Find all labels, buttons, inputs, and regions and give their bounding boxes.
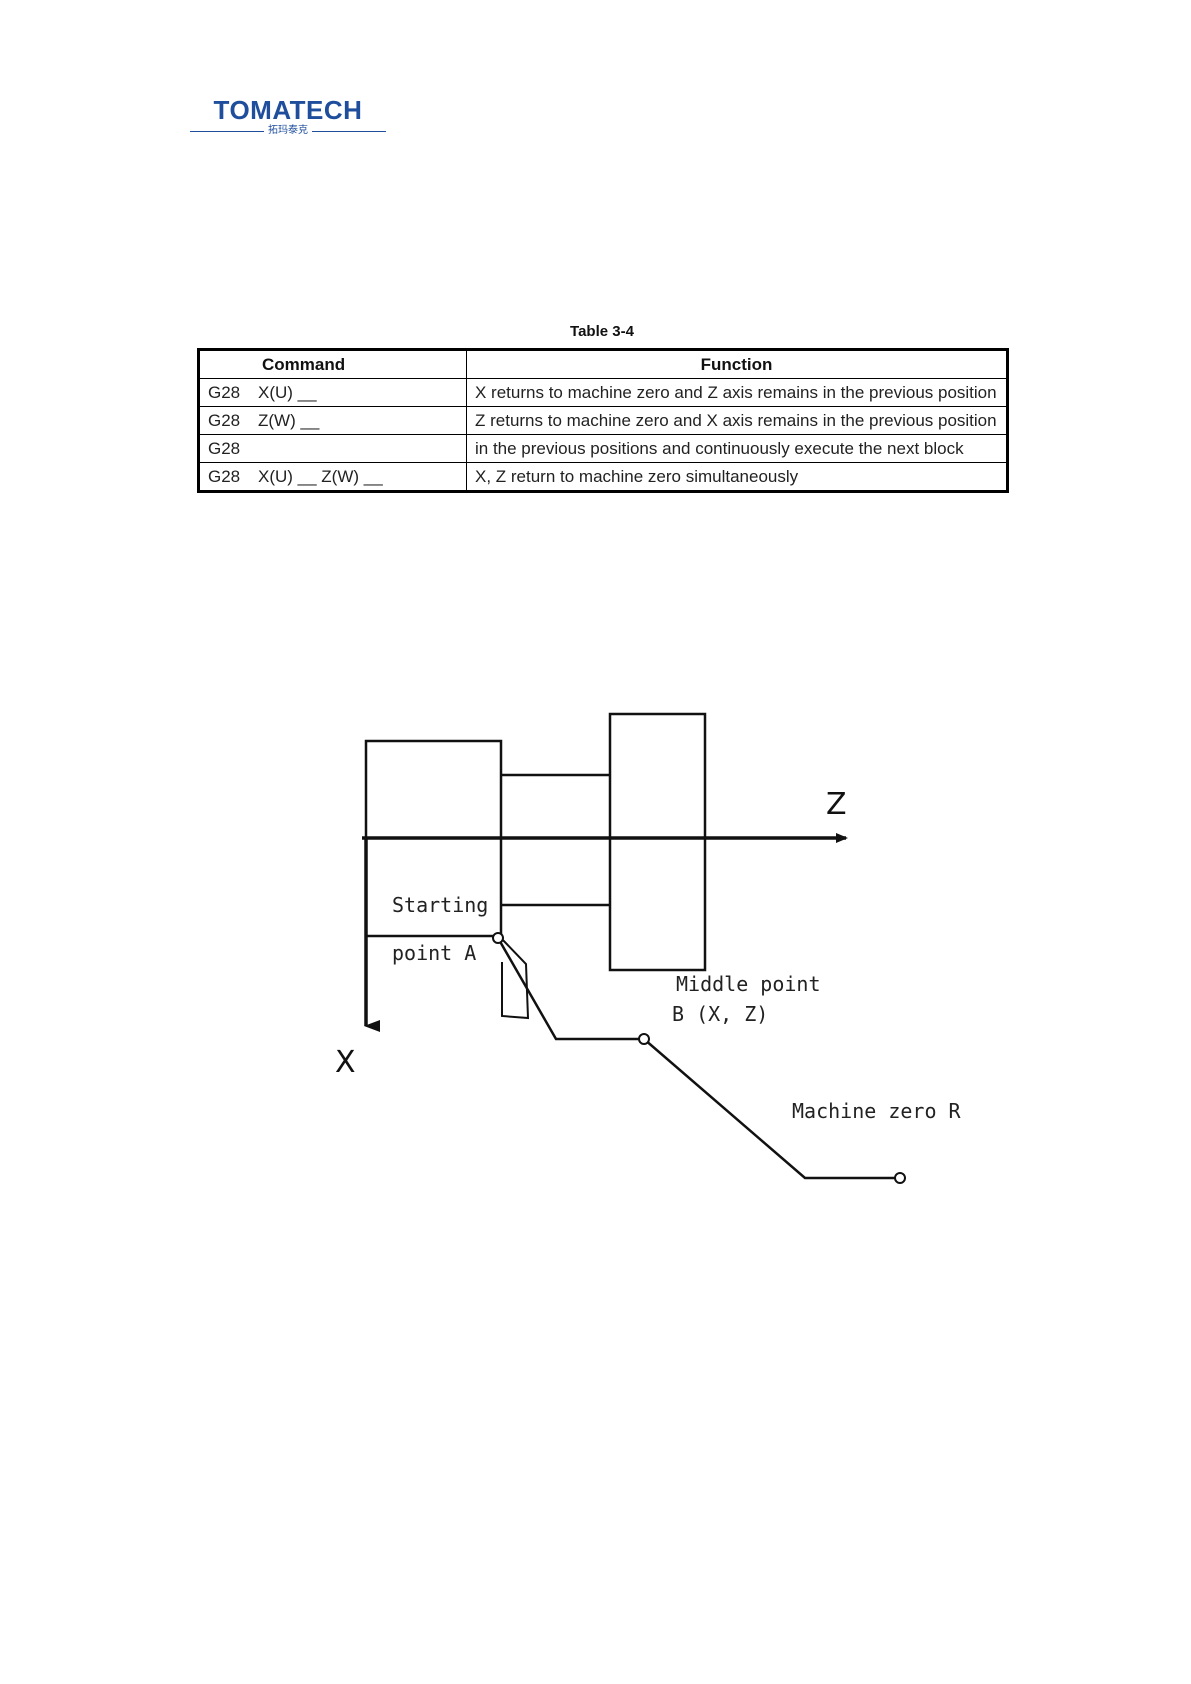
- logo-subtitle-row: 拓玛泰克: [190, 124, 386, 138]
- starting-point-label-line2: point A: [392, 941, 476, 965]
- middle-point-label-line1: Middle point: [676, 972, 821, 996]
- workpiece-right-block: [608, 712, 707, 972]
- z-axis-label: Z: [826, 787, 847, 822]
- middle-point-marker: [638, 1033, 650, 1045]
- table-row: G28 Z(W) __ Z returns to machine zero and…: [198, 406, 1008, 435]
- table-caption: Table 3-4: [570, 323, 634, 340]
- middle-point-label-line2: B (X, Z): [672, 1002, 768, 1026]
- header-function: Function: [466, 349, 1008, 379]
- table-header-row: Command Function: [198, 349, 1008, 379]
- company-logo: TOMATECH 拓玛泰克: [190, 96, 386, 140]
- command-table: Command Function G28 X(U) __ X returns to…: [197, 348, 1009, 493]
- header-command: Command: [198, 349, 467, 379]
- x-axis-label: X: [335, 1045, 356, 1080]
- cutting-tool: [498, 935, 530, 1020]
- table-row: G28 X(U) __ Z(W) __ X, Z return to machin…: [198, 462, 1008, 492]
- command-args: Z(W) __: [258, 411, 320, 430]
- function-cell: Z returns to machine zero and X axis rem…: [466, 406, 1008, 435]
- logo-wordmark: TOMATECH: [213, 95, 363, 125]
- command-args: X(U) __: [258, 383, 317, 402]
- logo-rule-left: [190, 130, 264, 132]
- command-cell: G28 X(U) __ Z(W) __: [198, 462, 467, 492]
- command-cell: G28 X(U) __: [198, 378, 467, 407]
- starting-point-label-line1: Starting: [392, 893, 488, 917]
- command-code: G28: [208, 383, 241, 402]
- table-row: G28 in the previous positions and contin…: [198, 434, 1008, 463]
- table-row: G28 X(U) __ X returns to machine zero and…: [198, 378, 1008, 407]
- command-cell: G28 Z(W) __: [198, 406, 467, 435]
- machine-zero-marker: [894, 1172, 906, 1184]
- command-code: G28: [208, 439, 241, 458]
- command-args: X(U) __ Z(W) __: [258, 467, 383, 486]
- logo-rule-right: [312, 130, 386, 132]
- logo-subtitle: 拓玛泰克: [268, 125, 308, 136]
- command-code: G28: [208, 467, 241, 486]
- workpiece-left-block: [364, 739, 503, 938]
- command-code: G28: [208, 411, 241, 430]
- return-path: [496, 937, 900, 1180]
- machine-zero-label: Machine zero R: [792, 1099, 962, 1123]
- command-cell: G28: [198, 434, 467, 463]
- function-cell: in the previous positions and continuous…: [466, 434, 1008, 463]
- starting-point-marker: [492, 932, 504, 944]
- function-cell: X, Z return to machine zero simultaneous…: [466, 462, 1008, 492]
- function-cell: X returns to machine zero and Z axis rem…: [466, 378, 1008, 407]
